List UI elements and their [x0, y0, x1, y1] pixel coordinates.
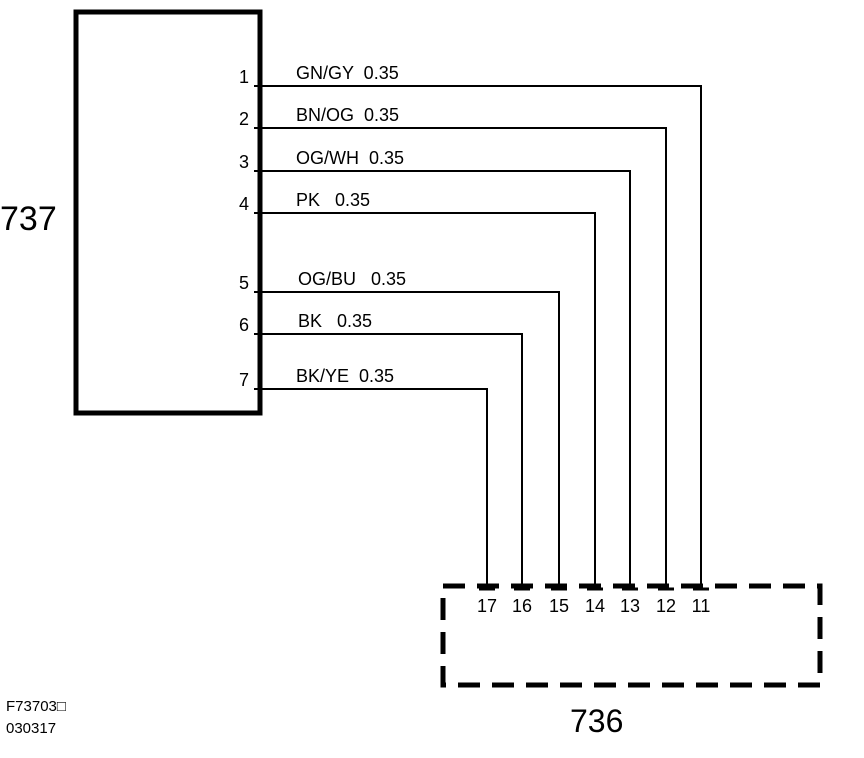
wire-5	[254, 291, 560, 589]
connector-736-label: 736	[570, 703, 623, 739]
pin-b-label: 16	[512, 596, 532, 616]
wire-label: GN/GY 0.35	[296, 63, 399, 83]
pin-a-label: 6	[239, 315, 249, 335]
pin-a-label: 4	[239, 194, 249, 214]
wires-group: 1 GN/GY 0.35 11 2 BN/OG 0.35 12 3 OG/WH 0.35 13 4…	[239, 63, 710, 616]
wire-4	[254, 212, 596, 589]
wire-label: BK 0.35	[298, 311, 372, 331]
figure-code: F73703□	[6, 698, 66, 715]
pin-a-label: 1	[239, 67, 249, 87]
wire-label: OG/WH 0.35	[296, 148, 404, 168]
pin-b-label: 14	[585, 596, 605, 616]
wire-1	[254, 85, 702, 589]
wire-6	[254, 333, 523, 589]
pin-b-label: 12	[656, 596, 676, 616]
connector-737-label: 737	[0, 200, 57, 238]
wire-7	[254, 388, 488, 589]
pin-a-label: 7	[239, 370, 249, 390]
pin-b-label: 11	[692, 596, 711, 616]
wire-label: BK/YE 0.35	[296, 366, 394, 386]
wire-label: BN/OG 0.35	[296, 105, 399, 125]
pin-b-label: 13	[620, 596, 640, 616]
connector-737-box	[73, 9, 263, 416]
pin-a-label: 5	[239, 273, 249, 293]
wire-label: PK 0.35	[296, 190, 370, 210]
wire-3	[254, 170, 631, 589]
pin-b-label: 17	[477, 596, 497, 616]
date-code: 030317	[6, 720, 56, 737]
pin-a-label: 3	[239, 152, 249, 172]
pin-b-label: 15	[549, 596, 569, 616]
wire-2	[254, 127, 667, 589]
wire-label: OG/BU 0.35	[298, 269, 406, 289]
pin-a-label: 2	[239, 109, 249, 129]
connector-736-box	[440, 583, 823, 688]
